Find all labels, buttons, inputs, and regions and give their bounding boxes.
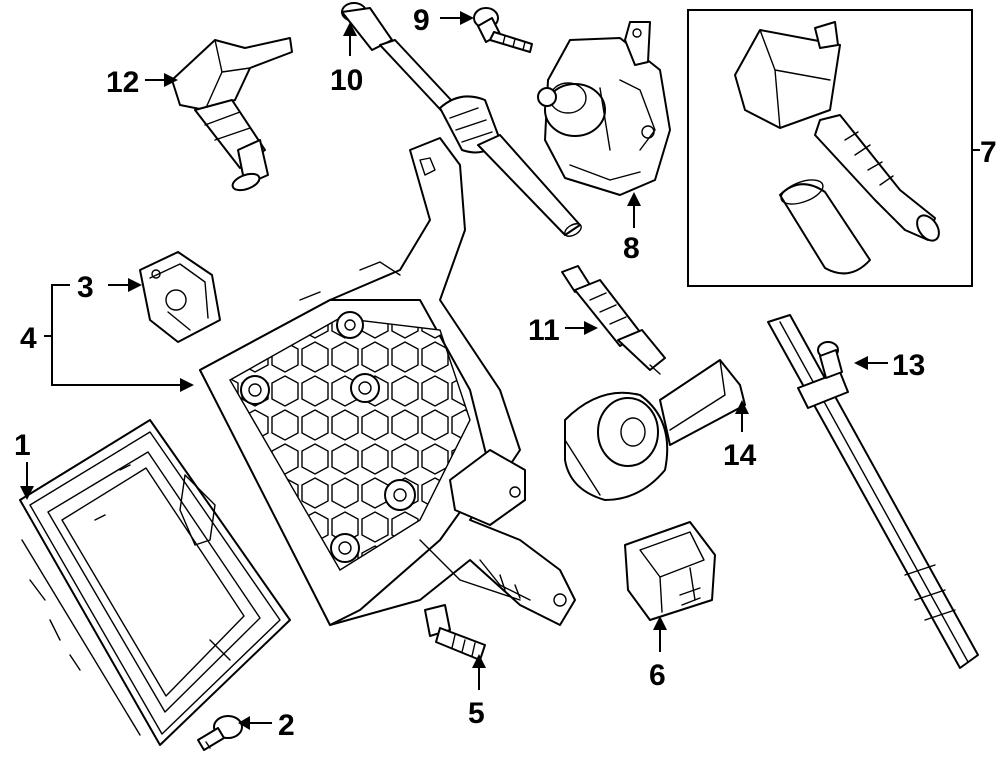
part-14-knock-sensor — [564, 359, 746, 501]
callout-4: 4 — [20, 322, 37, 355]
callout-14: 14 — [723, 439, 757, 472]
callout-5: 5 — [468, 697, 485, 730]
part-4-module-bracket — [199, 137, 576, 626]
callout-13: 13 — [892, 349, 925, 382]
callout-3: 3 — [77, 271, 94, 304]
callout-10: 10 — [330, 64, 363, 97]
part-5-bolt — [424, 604, 486, 661]
callout-12: 12 — [106, 66, 139, 99]
part-7-ignition-coil — [687, 9, 973, 287]
callout-9: 9 — [413, 4, 430, 37]
part-8-switch-housing — [537, 21, 671, 196]
part-13-shaft — [767, 314, 979, 669]
part-1-ecm-housing — [19, 419, 291, 746]
part-3-bracket — [139, 251, 221, 343]
callout-11: 11 — [528, 314, 560, 347]
callout-6: 6 — [649, 659, 666, 692]
part-11-spark-plug — [561, 265, 666, 375]
leader-lines — [20, 11, 980, 730]
callout-8: 8 — [623, 232, 640, 265]
callout-7: 7 — [980, 136, 997, 169]
part-10-rod — [341, 2, 582, 237]
part-12-cam-sensor — [171, 37, 293, 192]
part-2-bolt — [197, 715, 243, 751]
callout-labels: 1 2 3 4 5 6 7 8 9 10 11 12 13 14 — [14, 4, 997, 742]
part-9-screw — [473, 7, 533, 53]
part-6-connector — [624, 521, 716, 621]
callout-2: 2 — [278, 709, 295, 742]
callout-1: 1 — [14, 429, 31, 462]
